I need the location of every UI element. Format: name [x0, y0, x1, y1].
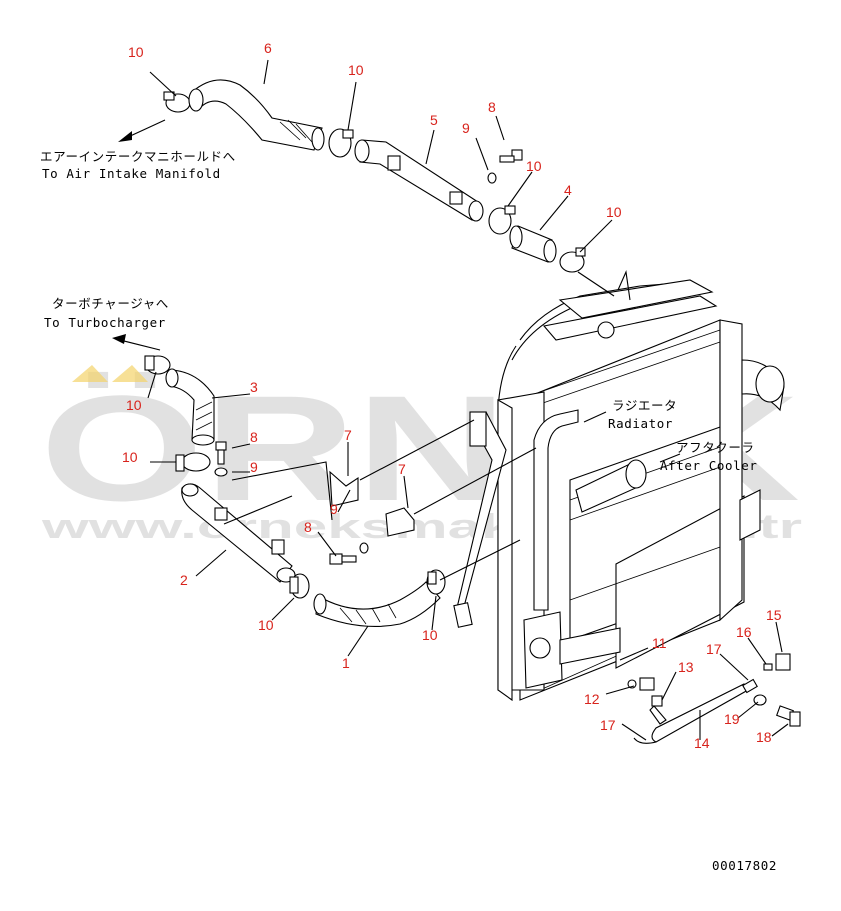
callout-7: 7: [398, 461, 406, 477]
drain-valve: [649, 695, 667, 725]
callout-10: 10: [128, 44, 144, 60]
hose-clamp: [144, 355, 171, 375]
bolt: [329, 553, 357, 565]
callout-11: 11: [652, 635, 667, 651]
label-aftercooler-ja: アフタクーラ: [676, 440, 755, 455]
callout-4: 4: [564, 182, 572, 198]
note-turbo-ja: ターボチャージャへ: [52, 296, 169, 311]
hose-clamp: [175, 452, 211, 472]
washer: [214, 467, 228, 477]
arrow-to-intake: [125, 119, 166, 139]
drain-group: [627, 653, 801, 744]
hose-clamp: [559, 247, 586, 273]
hose-clamp: [488, 205, 516, 235]
leader-lines: [112, 59, 789, 741]
callout-1: 1: [342, 655, 350, 671]
washer: [359, 542, 369, 554]
callout-17: 17: [706, 641, 722, 657]
callout-19: 19: [724, 711, 740, 727]
callout-8: 8: [304, 519, 312, 535]
label-aftercooler-en: After Cooler: [660, 458, 758, 473]
callout-15: 15: [766, 607, 782, 623]
plug: [775, 653, 791, 671]
callout-10: 10: [606, 204, 622, 220]
callout-9: 9: [330, 501, 338, 517]
callout-14: 14: [694, 735, 710, 751]
callout-10: 10: [258, 617, 274, 633]
intake-hose-elbow: [191, 79, 323, 151]
bolt: [776, 705, 801, 727]
callout-10: 10: [122, 449, 138, 465]
callout-18: 18: [756, 729, 772, 745]
arrow-to-turbo: [119, 339, 161, 351]
hose-fitting: [742, 678, 758, 694]
hose-clamp: [426, 569, 446, 595]
bolt: [499, 149, 523, 163]
note-intake-en: To Air Intake Manifold: [42, 166, 221, 181]
callout-8: 8: [250, 429, 258, 445]
callout-3: 3: [250, 379, 258, 395]
callout-9: 9: [250, 459, 258, 475]
callout-13: 13: [678, 659, 694, 675]
callout-7: 7: [344, 427, 352, 443]
upper-hose-group: [163, 79, 586, 273]
label-radiator-en: Radiator: [608, 416, 673, 431]
callout-2: 2: [180, 572, 188, 588]
intake-pipe: [359, 139, 479, 221]
bracket: [329, 470, 359, 507]
note-turbo-en: To Turbocharger: [44, 315, 166, 330]
hose-clamp: [163, 91, 191, 113]
hose-clamp: [328, 128, 354, 158]
callout-9: 9: [462, 120, 470, 136]
callouts: 10 6 10 5 8 9 10 4 10 10 3 8 10 9 7 7 9 …: [122, 40, 782, 751]
hose-clamp: [289, 573, 310, 599]
callout-10: 10: [526, 158, 542, 174]
lower-hose-group: [144, 355, 446, 628]
radiator-assembly: [453, 270, 785, 702]
fitting: [763, 663, 773, 671]
callout-6: 6: [264, 40, 272, 56]
callout-17: 17: [600, 717, 616, 733]
washer: [487, 172, 497, 184]
callout-12: 12: [584, 691, 600, 707]
note-intake-ja: エアーインテークマニホールドへ: [40, 149, 236, 164]
bracket: [385, 507, 415, 537]
callout-16: 16: [736, 624, 752, 640]
drain-plug: [639, 677, 655, 691]
callout-10: 10: [126, 397, 142, 413]
document-id: 00017802: [712, 858, 777, 873]
callout-5: 5: [430, 112, 438, 128]
bolt: [215, 441, 227, 465]
callout-8: 8: [488, 99, 496, 115]
watermark-accent: [72, 365, 148, 382]
label-radiator-ja: ラジエータ: [612, 398, 677, 413]
callout-10: 10: [422, 627, 438, 643]
lower-hose-elbow: [315, 581, 441, 628]
callout-10: 10: [348, 62, 364, 78]
notes: エアーインテークマニホールドへ To Air Intake Manifold タ…: [40, 149, 758, 473]
